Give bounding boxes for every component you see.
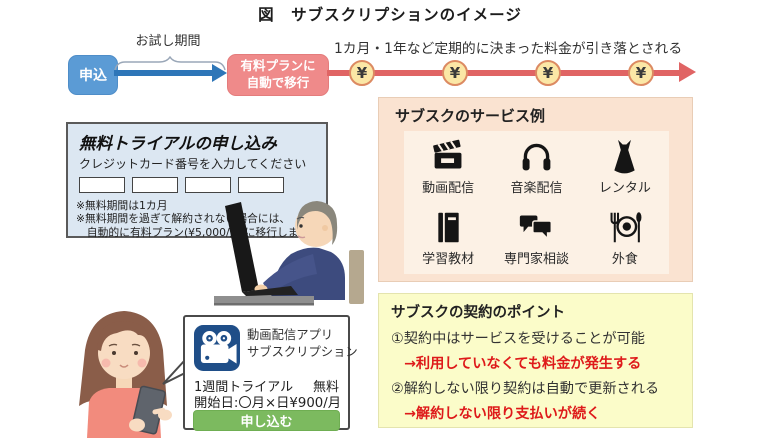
trial-arrow-head [212,64,227,82]
paid-plan-label: 有料プランに 自動で移行 [240,58,316,90]
video-camera-app-icon [194,325,240,371]
trial-period-label: お試し期間 [135,34,201,49]
yen-coin-icon: ¥ [349,60,375,86]
monthly-price: ¥900/月 [289,396,342,411]
subscription-app-card: 動画配信アプリ サブスクリプション 1週間トライアル 無料 開始日:〇月×日 ¥… [183,315,358,431]
man-at-laptop-illustration [214,201,364,306]
price-row: 開始日:〇月×日 ¥900/月 [194,392,342,411]
point-item-emphasis: →利用していなくても料金が発生する [404,356,642,372]
trial-form-title: 無料トライアルの申し込み [79,134,277,153]
service-item: レンタル [581,131,669,203]
apply-button[interactable]: 申し込む [193,410,340,431]
contract-points-title: サブスクの契約のポイント [391,305,565,321]
point-item-emphasis: →解約しない限り支払いが続く [404,406,601,422]
trial-row: 1週間トライアル 無料 [194,376,339,395]
headphones-icon [518,138,555,175]
yen-coin-icon: ¥ [442,60,468,86]
service-item: 動画配信 [404,131,492,203]
services-box: サブスクのサービス例 動画配信 [378,97,693,282]
trial-form-subtitle: クレジットカード番号を入力してください [79,157,307,171]
paid-plan-box: 有料プランに 自動で移行 [227,54,329,96]
chat-bubbles-icon [518,209,555,246]
app-name: 動画配信アプリ サブスクリプション [247,328,358,360]
point-item: ①契約中はサービスを受けることが可能 [391,331,645,347]
card-number-input[interactable] [238,177,284,193]
card-number-input[interactable] [132,177,178,193]
point-item: ②解約しない限り契約は自動で更新される [391,381,660,397]
page-title: 図 サブスクリプションのイメージ [258,6,522,24]
free-trial-form: 無料トライアルの申し込み クレジットカード番号を入力してください ※無料期間は1… [66,122,328,239]
billing-arrow-line [327,70,683,76]
billing-arrow-head [679,62,696,82]
service-item: 外食 [581,203,669,275]
restaurant-icon [606,209,643,246]
services-title: サブスクのサービス例 [395,107,546,125]
woman-with-phone-illustration [79,311,172,438]
services-grid: 動画配信 音楽配信 レンタル [404,131,669,274]
billing-caption: 1カ月・1年など定期的に決まった料金が引き落とされる [334,41,683,57]
apply-label: 申込 [79,68,107,84]
service-item: 音楽配信 [492,131,580,203]
card-number-input[interactable] [185,177,231,193]
dress-icon [606,138,643,175]
clapperboard-icon [430,138,467,175]
trial-arrow-line [114,70,214,76]
contract-points-box: サブスクの契約のポイント ①契約中はサービスを受けることが可能 →利用していなく… [378,293,693,428]
apply-box: 申込 [68,55,118,95]
card-number-fields [79,177,326,193]
service-item: 学習教材 [404,203,492,275]
yen-coin-icon: ¥ [628,60,654,86]
brace-shape [114,56,226,71]
card-number-input[interactable] [79,177,125,193]
yen-coin-icon: ¥ [535,60,561,86]
service-item: 専門家相談 [492,203,580,275]
trial-price: 無料 [312,380,339,395]
book-icon [430,209,467,246]
